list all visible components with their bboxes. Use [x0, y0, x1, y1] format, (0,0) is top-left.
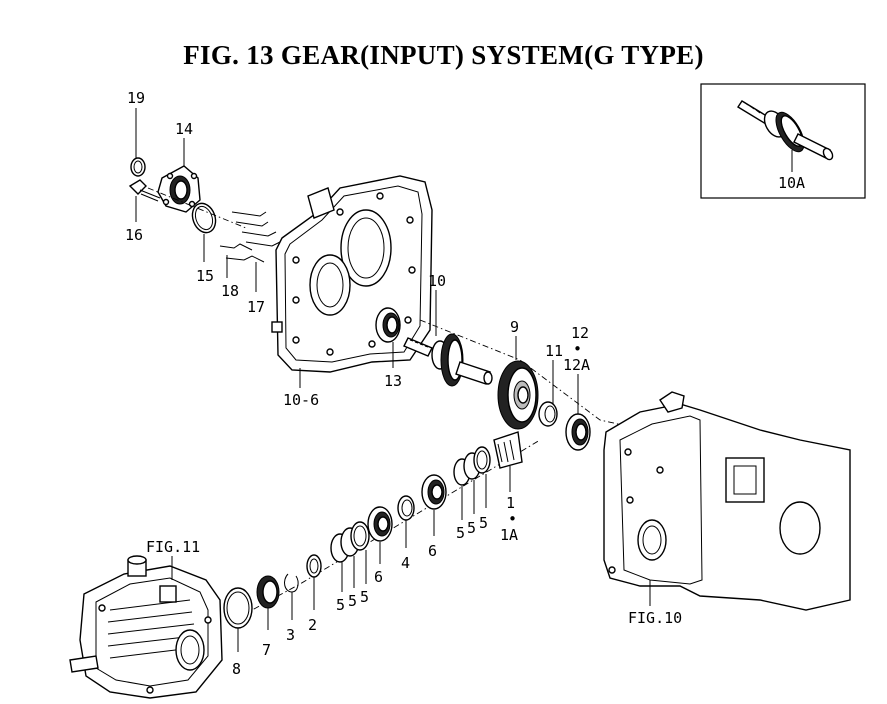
- bevel-gear-9-icon: [497, 360, 539, 430]
- callout-10a: 10A: [778, 174, 805, 192]
- callout-10: 10: [428, 272, 446, 290]
- bearing-6-upper-icon: [421, 474, 447, 510]
- callout-5-a: 5: [456, 524, 465, 542]
- callout-17: 17: [247, 298, 265, 316]
- callout-2: 2: [308, 616, 317, 634]
- gearbox-fig11-icon: [69, 555, 223, 699]
- callout-13: 13: [384, 372, 402, 390]
- callout-7: 7: [262, 641, 271, 659]
- transmission-case-fig10-icon: [603, 391, 851, 611]
- callout-6-a: 6: [374, 568, 383, 586]
- callout-12-dot: •: [573, 340, 582, 358]
- callout-5-b: 5: [467, 519, 476, 537]
- o-ring-15-icon: [191, 202, 217, 234]
- collar-11-icon: [538, 401, 558, 427]
- bolt-16-icon: [128, 179, 161, 202]
- oil-seal-7-icon: [256, 575, 280, 609]
- figure-title: FIG. 13 GEAR(INPUT) SYSTEM(G TYPE): [183, 40, 704, 70]
- inset-10a: 10A: [700, 83, 866, 199]
- shift-plate-17-18-icon: [219, 211, 281, 263]
- seal-19-icon: [130, 157, 146, 177]
- snap-ring-2-icon: [306, 554, 322, 578]
- bearing-12-icon: [565, 413, 591, 451]
- callout-8: 8: [232, 660, 241, 678]
- callout-3: 3: [286, 626, 295, 644]
- collar-4-icon: [397, 495, 415, 521]
- callout-5-c: 5: [479, 514, 488, 532]
- fig10-reference: FIG.10: [628, 609, 682, 627]
- callout-12a: 12A: [563, 356, 590, 374]
- callout-18: 18: [221, 282, 239, 300]
- circlip-3-icon: [284, 573, 299, 593]
- shaft-1-icon: [493, 431, 523, 469]
- callout-11: 11: [545, 342, 563, 360]
- bearing-holder-14-icon: [157, 165, 201, 213]
- callout-1-dot: •: [508, 510, 517, 528]
- callout-12: 12: [571, 324, 589, 342]
- shims-5-upper-icon: [453, 446, 491, 486]
- callout-6-b: 6: [428, 542, 437, 560]
- callout-5-e: 5: [348, 592, 357, 610]
- bearing-6-lower-icon: [367, 506, 393, 542]
- callout-1a: 1A: [500, 526, 518, 544]
- callout-10-6: 10-6: [283, 391, 319, 409]
- callout-15: 15: [196, 267, 214, 285]
- o-ring-8-icon: [223, 587, 253, 629]
- shims-5-lower-icon: [330, 521, 370, 563]
- input-shaft-10-icon: [403, 333, 493, 387]
- bearing-13-icon: [375, 307, 401, 343]
- callout-14: 14: [175, 120, 193, 138]
- callout-5-f: 5: [360, 588, 369, 606]
- callout-19: 19: [127, 89, 145, 107]
- input-shaft-10a-icon: [737, 100, 834, 161]
- callout-16: 16: [125, 226, 143, 244]
- callout-1: 1: [506, 494, 515, 512]
- callout-9: 9: [510, 318, 519, 336]
- callout-5-d: 5: [336, 596, 345, 614]
- callout-4: 4: [401, 554, 410, 572]
- fig11-reference: FIG.11: [146, 538, 200, 556]
